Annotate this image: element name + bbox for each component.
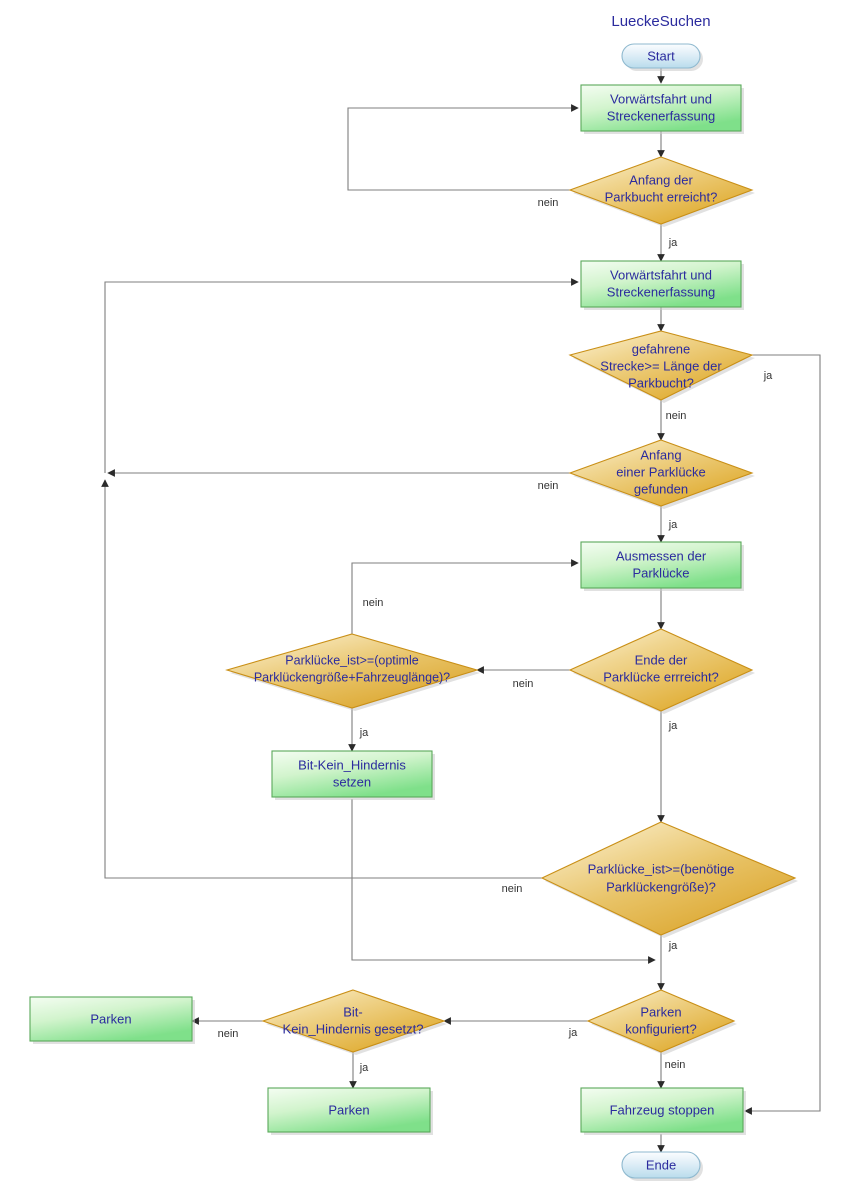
edge-label-parkenkonf-nein: nein (665, 1059, 686, 1071)
edge-label-bitgesetzt-nein: nein (218, 1028, 239, 1040)
node-vorwaertsfahrt-1-line2: Streckenerfassung (607, 108, 715, 123)
edge-label-strecke-ja: ja (763, 370, 773, 382)
node-bit-kein-hindernis-gesetzt[interactable]: Bit- Kein_Hindernis gesetzt? (261, 989, 447, 1055)
edge-label-optimal-ja: ja (359, 727, 369, 739)
edge-anfangbucht-nein-to-fwd1 (347, 104, 579, 191)
edge-label-anfangbucht-ja: ja (668, 237, 678, 249)
node-vorwaertsfahrt-2-line2: Streckenerfassung (607, 284, 715, 299)
node-ende-parkluecke-line1: Ende der (635, 652, 688, 667)
node-bit-kein-hindernis-gesetzt-line1: Bit- (343, 1004, 363, 1019)
node-gefahrene-strecke-line1: gefahrene (632, 341, 691, 356)
edge-label-endeluecke-ja: ja (668, 720, 678, 732)
edge-label-benoetigt-ja: ja (668, 940, 678, 952)
node-gefahrene-strecke-line3: Parkbucht? (628, 375, 694, 390)
node-ausmessen-parkluecke-line1: Ausmessen der (616, 548, 707, 563)
node-optimale-parkluecke-line2: Parklückengröße+Fahrzeuglänge)? (254, 670, 450, 684)
edge-label-optimal-nein: nein (363, 597, 384, 609)
node-vorwaertsfahrt-2-line1: Vorwärtsfahrt und (610, 267, 712, 282)
connectors (101, 68, 821, 1153)
edge-labels: nein ja ja nein nein ja nein ja nein ja … (218, 197, 774, 1074)
node-bit-kein-hindernis-gesetzt-line2: Kein_Hindernis gesetzt? (283, 1021, 424, 1036)
node-parken-left[interactable]: Parken (29, 996, 195, 1044)
edge-label-anfangbucht-nein: nein (538, 197, 559, 209)
node-gefahrene-strecke-line2: Strecke>= Länge der (600, 358, 722, 373)
node-ausmessen-parkluecke-line2: Parklücke (632, 565, 689, 580)
edge-label-bitgesetzt-ja: ja (359, 1062, 369, 1074)
node-fahrzeug-stoppen-label: Fahrzeug stoppen (610, 1102, 715, 1117)
node-bit-kein-hindernis-setzen-line2: setzen (333, 774, 371, 789)
node-anfang-parkluecke-line3: gefunden (634, 481, 688, 496)
node-bit-kein-hindernis-setzen-line1: Bit-Kein_Hindernis (298, 757, 406, 772)
edge-label-parkenkonf-ja: ja (568, 1027, 578, 1039)
node-ausmessen-parkluecke[interactable]: Ausmessen der Parklücke (580, 541, 744, 591)
edge-strecke-ja-to-stoppen (744, 354, 821, 1115)
node-benoetigte-parkluecke-line1: Parklücke_ist>=(benötige (588, 861, 735, 876)
node-parken-konfiguriert-line2: konfiguriert? (625, 1021, 697, 1036)
edge-label-strecke-nein: nein (666, 410, 687, 422)
node-fahrzeug-stoppen[interactable]: Fahrzeug stoppen (580, 1087, 746, 1135)
node-parken-bottom[interactable]: Parken (267, 1087, 433, 1135)
edge-leftrail-up-to-fwd2 (104, 278, 579, 473)
node-anfang-parkbucht[interactable]: Anfang der Parkbucht erreicht? (568, 156, 755, 227)
node-optimale-parkluecke-line1: Parklücke_ist>=(optimle (285, 653, 418, 667)
node-parken-konfiguriert[interactable]: Parken konfiguriert? (586, 989, 737, 1055)
node-anfang-parkluecke-line1: Anfang (640, 447, 681, 462)
node-vorwaertsfahrt-1-line1: Vorwärtsfahrt und (610, 91, 712, 106)
node-parken-left-label: Parken (90, 1011, 131, 1026)
node-anfang-parkluecke[interactable]: Anfang einer Parklücke gefunden (568, 439, 755, 509)
edge-label-anfangluecke-ja: ja (668, 519, 678, 531)
edge-label-benoetigt-nein: nein (502, 883, 523, 895)
edge-label-anfangluecke-nein: nein (538, 480, 559, 492)
node-vorwaertsfahrt-1[interactable]: Vorwärtsfahrt und Streckenerfassung (580, 84, 744, 134)
edge-label-endeluecke-nein: nein (513, 678, 534, 690)
node-gefahrene-strecke[interactable]: gefahrene Strecke>= Länge der Parkbucht? (568, 330, 755, 403)
edge-optimal-nein-to-ausmessen (351, 559, 579, 634)
node-vorwaertsfahrt-2[interactable]: Vorwärtsfahrt und Streckenerfassung (580, 260, 744, 310)
node-start-label: Start (647, 48, 675, 63)
node-bit-kein-hindernis-setzen[interactable]: Bit-Kein_Hindernis setzen (271, 750, 435, 800)
node-ende-parkluecke-line2: Parklücke errreicht? (603, 669, 719, 684)
node-start[interactable]: Start (621, 43, 703, 71)
node-ende-parkluecke[interactable]: Ende der Parklücke errreicht? (568, 628, 755, 714)
node-anfang-parkluecke-line2: einer Parklücke (616, 464, 706, 479)
node-benoetigte-parkluecke[interactable]: Parklücke_ist>=(benötige Parklückengröße… (540, 821, 798, 938)
node-anfang-parkbucht-line2: Parkbucht erreicht? (605, 189, 718, 204)
node-optimale-parkluecke[interactable]: Parklücke_ist>=(optimle Parklückengröße+… (225, 633, 480, 711)
diagram-title: LueckeSuchen (611, 13, 710, 30)
node-ende-label: Ende (646, 1157, 676, 1172)
node-parken-konfiguriert-line1: Parken (640, 1004, 681, 1019)
node-anfang-parkbucht-line1: Anfang der (629, 172, 693, 187)
node-benoetigte-parkluecke-line2: Parklückengröße)? (606, 879, 716, 894)
node-ende[interactable]: Ende (621, 1151, 703, 1181)
node-parken-bottom-label: Parken (328, 1102, 369, 1117)
